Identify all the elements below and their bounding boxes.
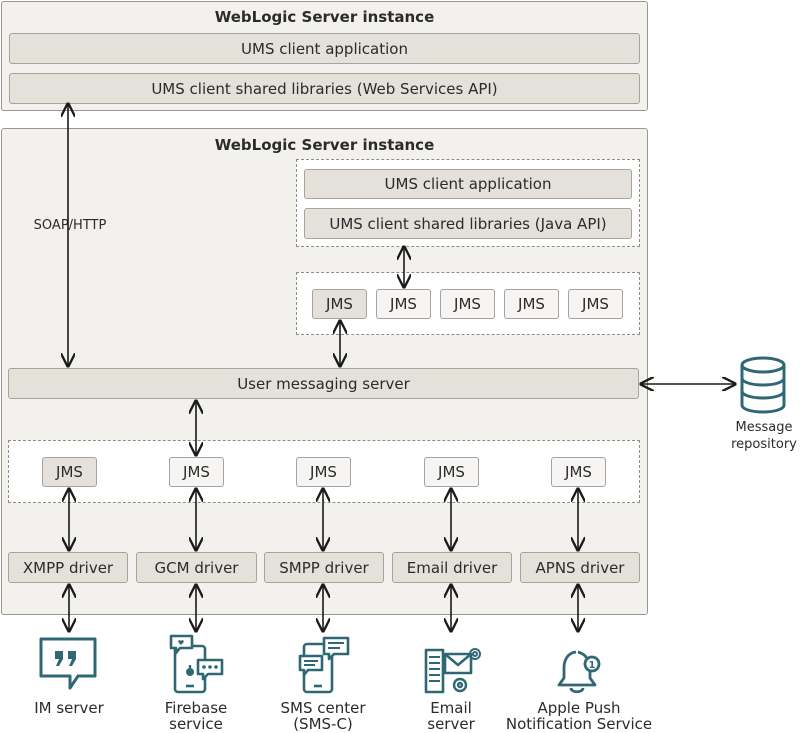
top-ums-client-app: UMS client application — [9, 33, 640, 64]
endpoint-label-email-2: server — [427, 715, 475, 733]
endpoint-label-sms-2: (SMS-C) — [293, 715, 353, 733]
im-chat-icon — [39, 637, 97, 690]
top-weblogic-instance: WebLogic Server instance UMS client appl… — [1, 1, 648, 111]
xmpp-driver: XMPP driver — [8, 552, 128, 583]
user-messaging-server: User messaging server — [8, 368, 639, 399]
email-server-icon — [424, 648, 481, 694]
soap-http-label: SOAP/HTTP — [22, 217, 118, 235]
endpoint-label-apns-1: Apple Push — [537, 699, 621, 717]
lower-jms-1: JMS — [42, 457, 97, 487]
endpoint-label-apns-2: Notification Service — [505, 715, 653, 733]
main-ums-client-app: UMS client application — [304, 169, 632, 199]
bell-notification-icon: 1 — [557, 650, 601, 694]
upper-jms-4: JMS — [504, 289, 559, 319]
repository-label-2: repository — [731, 437, 797, 452]
svg-text:1: 1 — [589, 660, 596, 671]
lower-jms-5: JMS — [551, 457, 606, 487]
main-ums-shared-libs: UMS client shared libraries (Java API) — [304, 208, 632, 239]
upper-jms-1: JMS — [312, 289, 367, 319]
upper-jms-5: JMS — [568, 289, 623, 319]
email-driver: Email driver — [392, 552, 512, 583]
top-ums-shared-libs: UMS client shared libraries (Web Service… — [9, 73, 640, 104]
top-instance-title: WebLogic Server instance — [214, 8, 435, 26]
endpoint-label-firebase-1: Firebase — [164, 699, 228, 717]
sms-phone-icon — [298, 636, 350, 694]
repository-label-1: Message — [735, 420, 793, 435]
endpoint-label-email-1: Email — [430, 699, 472, 717]
endpoint-label-firebase-2: service — [169, 715, 223, 733]
main-instance-title: WebLogic Server instance — [214, 136, 435, 154]
mobile-notification-icon — [169, 634, 224, 694]
apns-driver: APNS driver — [520, 552, 640, 583]
smpp-driver: SMPP driver — [264, 552, 384, 583]
endpoint-label-sms-1: SMS center — [280, 699, 366, 717]
lower-jms-3: JMS — [296, 457, 351, 487]
lower-jms-2: JMS — [169, 457, 224, 487]
endpoint-label-im-1: IM server — [34, 699, 104, 717]
lower-jms-4: JMS — [424, 457, 479, 487]
upper-jms-2: JMS — [376, 289, 431, 319]
gcm-driver: GCM driver — [136, 552, 257, 583]
upper-jms-3: JMS — [440, 289, 495, 319]
database-icon — [740, 356, 786, 414]
